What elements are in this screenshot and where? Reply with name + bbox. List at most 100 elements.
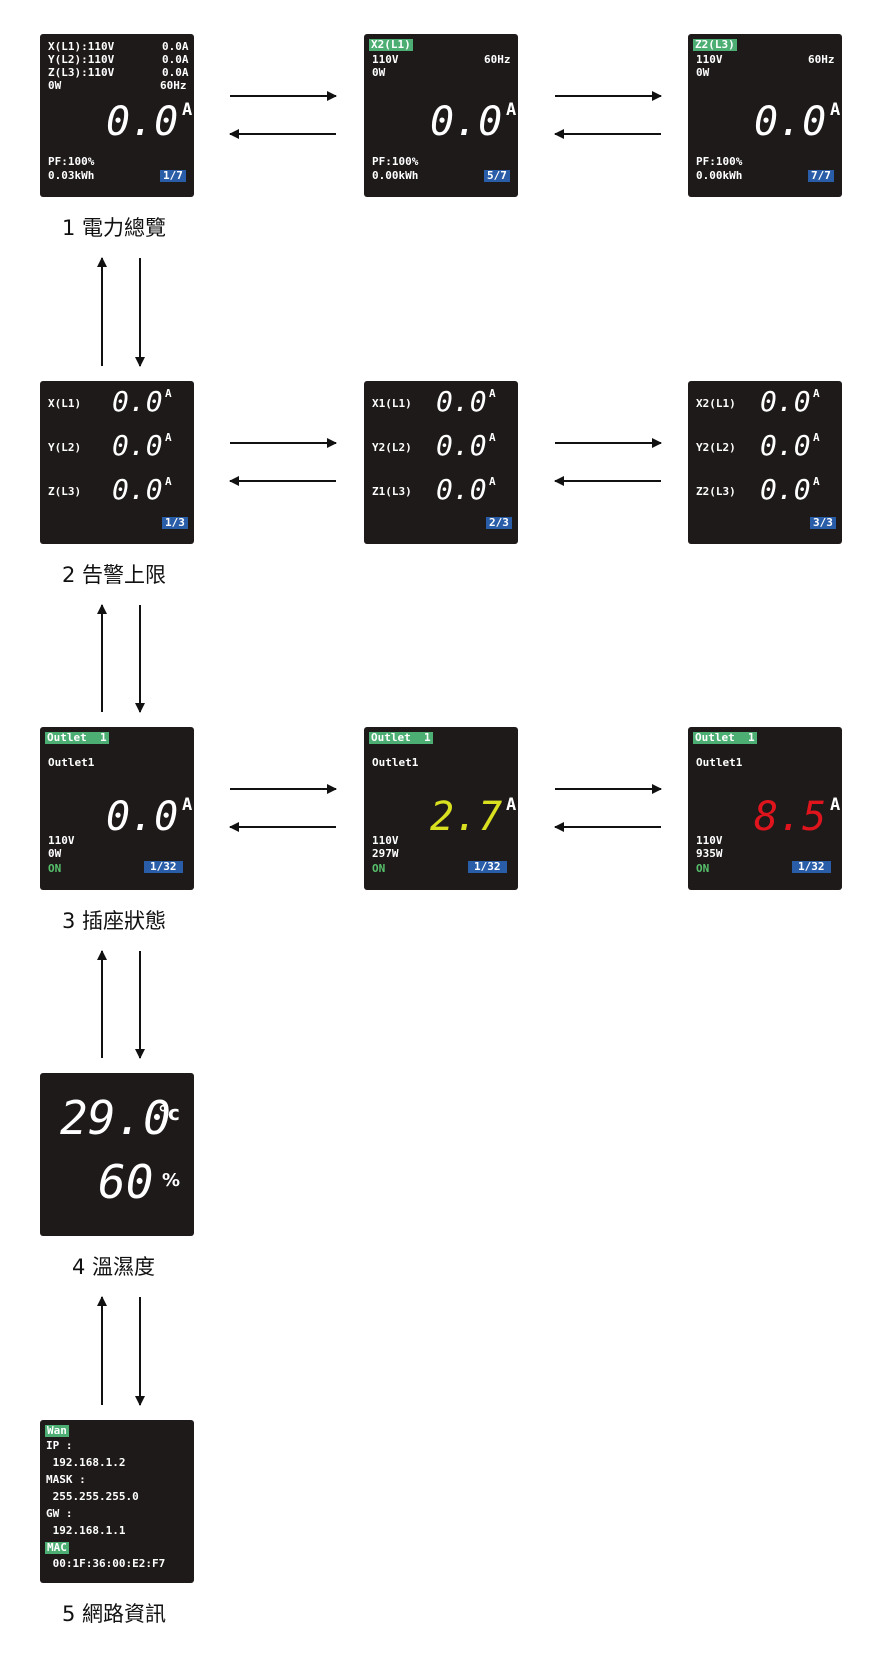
phase-header: X2(L1) [369,38,413,51]
humidity-value: 60 [98,1155,154,1209]
phase-header: Z2(L3) [693,38,737,51]
frequency: 60Hz [160,79,187,92]
outlet-state: ON [696,862,710,875]
current-unit: A [182,100,193,120]
power-watts: 297W [372,847,399,860]
unit: A [813,387,820,400]
big-current: 0.0 [106,99,179,145]
limit-value: 0.0 [760,473,811,506]
page-indicator: 1/32 [144,861,183,873]
limit-value: 0.0 [760,429,811,462]
power-watts: 0W [372,66,386,79]
caption-power-overview: 1 電力總覽 [62,216,167,240]
caption-network-info: 5 網路資訊 [62,1602,167,1626]
row-label: X2(L1) [696,397,736,410]
unit: A [489,387,496,400]
page-indicator: 5/7 [484,170,510,182]
ip-value: 192.168.1.2 [46,1456,126,1469]
unit: A [813,475,820,488]
power-watts: 0W [48,79,62,92]
unit: A [813,431,820,444]
outlet-name: Outlet1 [696,756,743,769]
screen-outlet-status-2: Outlet 1 Outlet1 2.7 A 110V 297W ON 1/32 [364,727,518,890]
mask-label: MASK : [46,1473,86,1486]
current-unit: A [506,795,517,815]
row3-arrows [229,784,662,832]
unit: A [489,431,496,444]
unit: A [489,475,496,488]
power-factor: PF:100% [48,155,95,168]
row-label: Z2(L3) [696,485,736,498]
row-label: Z1(L3) [372,485,412,498]
wan-header: Wan [45,1424,69,1437]
screen-outlet-status-3: Outlet 1 Outlet1 8.5 A 110V 935W ON 1/32 [688,727,842,890]
big-current: 0.0 [106,794,179,840]
power-watts: 935W [696,847,723,860]
row-label: Y2(L2) [372,441,412,454]
limit-value: 0.0 [436,473,487,506]
energy-kwh: 0.00kWh [696,169,743,182]
mac-value: 00:1F:36:00:E2:F7 [46,1557,166,1570]
voltage: 110V [48,834,75,847]
page-indicator: 3/3 [810,517,836,529]
power-watts: 0W [48,847,62,860]
screen-x2-l1: X2(L1) 110V 60Hz 0W 0.0 A PF:100% 0.00kW… [364,34,518,197]
page-indicator: 1/7 [160,170,186,182]
power-watts: 0W [696,66,710,79]
page-indicator: 1/3 [162,517,188,529]
row-label: Y2(L2) [696,441,736,454]
current-unit: A [830,795,841,815]
limit-value: 0.0 [112,429,163,462]
unit: A [165,387,172,400]
voltage: 110V [372,834,399,847]
current-unit: A [506,100,517,120]
limit-value: 0.0 [760,385,811,418]
unit: A [165,475,172,488]
frequency: 60Hz [484,53,511,66]
unit: A [165,431,172,444]
page-indicator: 7/7 [808,170,834,182]
limit-value: 0.0 [436,429,487,462]
screen-alarm-limit-1: X(L1) 0.0 A Y(L2) 0.0 A Z(L3) 0.0 A 1/3 [40,381,194,544]
limit-value: 0.0 [112,473,163,506]
outlet-header: Outlet 1 [369,731,433,744]
power-factor: PF:100% [696,155,743,168]
temperature-unit: °c [158,1101,180,1125]
screen-z2-l3: Z2(L3) 110V 60Hz 0W 0.0 A PF:100% 0.00kW… [688,34,842,197]
screen-power-overview: X(L1):110V 0.0A Y(L2):110V 0.0A Z(L3):11… [40,34,194,197]
voltage: 110V [372,53,399,66]
limit-value: 0.0 [112,385,163,418]
limit-value: 0.0 [436,385,487,418]
screen-network-info: Wan IP : 192.168.1.2 MASK : 255.255.255.… [40,1420,194,1583]
l1-current: 0.0A [162,40,189,53]
row-label: X1(L1) [372,397,412,410]
voltage: 110V [696,53,723,66]
vertical-arrows [97,257,145,1406]
gw-label: GW : [46,1507,73,1520]
frequency: 60Hz [808,53,835,66]
outlet-name: Outlet1 [372,756,419,769]
page-indicator: 1/32 [468,861,507,873]
row-label: Y(L2) [48,441,82,454]
big-current: 2.7 [430,794,503,840]
caption-alarm-limit: 2 告警上限 [62,563,167,587]
row-label: X(L1) [48,397,82,410]
caption-outlet-status: 3 插座狀態 [62,909,167,933]
l3-current: 0.0A [162,66,189,79]
gw-value: 192.168.1.1 [46,1524,126,1537]
outlet-name: Outlet1 [48,756,95,769]
row-label: Z(L3) [48,485,82,498]
mac-label: MAC [45,1541,69,1554]
l3-reading: Z(L3):110V [48,66,115,79]
screen-outlet-status-1: Outlet 1 Outlet1 0.0 A 110V 0W ON 1/32 [40,727,194,890]
screen-alarm-limit-2: X1(L1) 0.0 A Y2(L2) 0.0 A Z1(L3) 0.0 A 2… [364,381,518,544]
humidity-unit: % [162,1170,181,1191]
l2-reading: Y(L2):110V [48,53,115,66]
page-indicator: 1/32 [792,861,831,873]
outlet-header: Outlet 1 [693,731,757,744]
caption-temp-humidity: 4 溫濕度 [72,1255,156,1279]
outlet-state: ON [48,862,62,875]
row2-arrows [229,438,662,486]
current-unit: A [830,100,841,120]
